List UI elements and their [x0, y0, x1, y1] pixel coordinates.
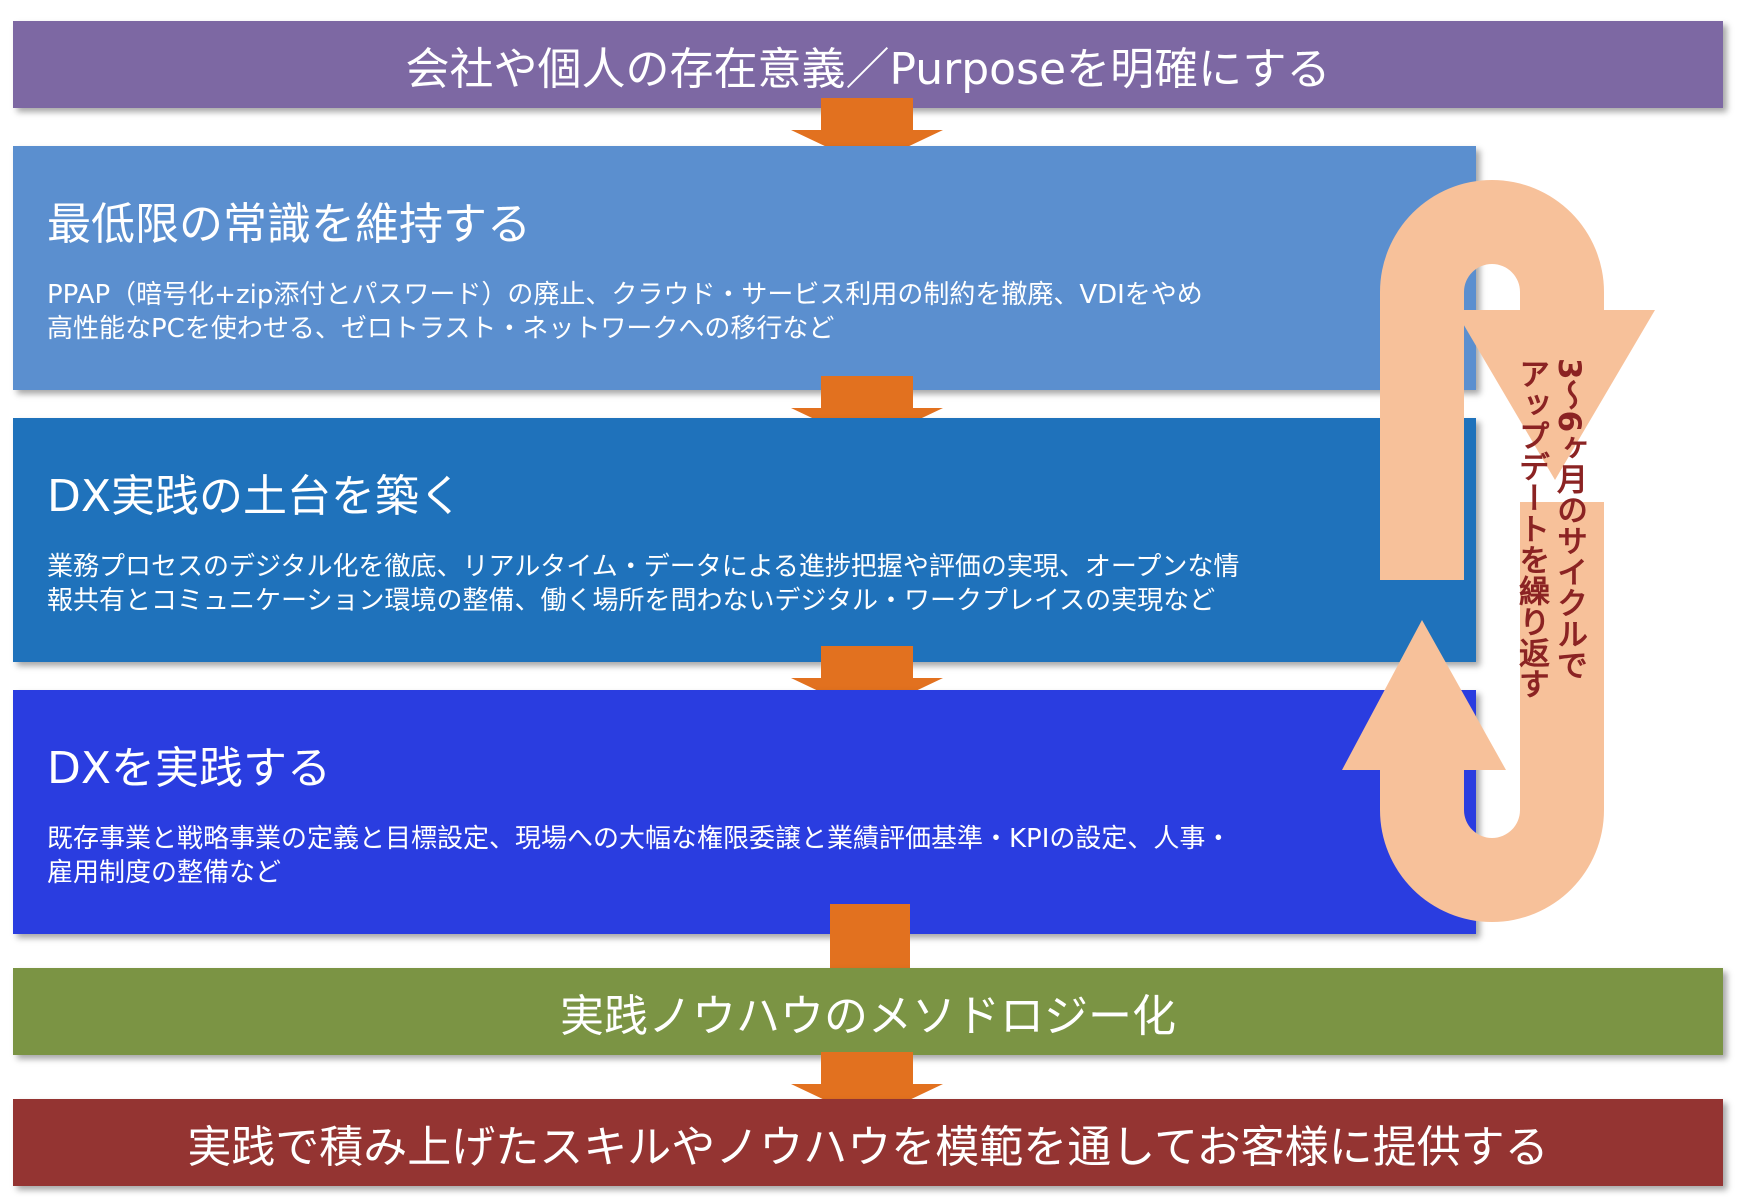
step-description-line: 雇用制度の整備など [47, 858, 282, 888]
step-practice-dx: DXを実践する 既存事業と戦略事業の定義と目標設定、現場への大幅な権限委譲と業績… [13, 690, 1476, 934]
step-description: 業務プロセスのデジタル化を徹底、リアルタイム・データによる進捗把握や評価の実現、… [47, 550, 1357, 618]
step-description-line: 報共有とコミュニケーション環境の整備、働く場所を問わないデジタル・ワークプレイス… [47, 586, 1216, 616]
provide-band: 実践で積み上げたスキルやノウハウを模範を通してお客様に提供する [13, 1099, 1723, 1186]
methodology-text: 実践ノウハウのメソドロジー化 [560, 990, 1176, 1042]
step-description-line: PPAP（暗号化+zip添付とパスワード）の廃止、クラウド・サービス利用の制約を… [47, 280, 1203, 310]
cycle-label-line-1: 3～6ヶ月のサイクルで [1551, 358, 1587, 681]
step-title: 最低限の常識を維持する [47, 199, 531, 250]
step-maintain-common-sense: 最低限の常識を維持する PPAP（暗号化+zip添付とパスワード）の廃止、クラウ… [13, 146, 1476, 390]
down-connector [830, 904, 910, 974]
purpose-band: 会社や個人の存在意義／Purposeを明確にする [13, 21, 1723, 108]
down-arrow-2 [791, 376, 943, 444]
cycle-label-line-2: アップデートを繰り返す [1513, 358, 1549, 699]
cycle-arrow-icon [1342, 180, 1655, 922]
down-arrow-1 [791, 98, 943, 166]
methodology-band: 実践ノウハウのメソドロジー化 [13, 968, 1723, 1055]
cycle-label: 3～6ヶ月のサイクルで アップデートを繰り返す [1508, 358, 1588, 728]
step-description-line: 高性能なPCを使わせる、ゼロトラスト・ネットワークへの移行など [47, 314, 835, 344]
purpose-text: 会社や個人の存在意義／Purposeを明確にする [405, 43, 1331, 95]
step-description-line: 既存事業と戦略事業の定義と目標設定、現場への大幅な権限委譲と業績評価基準・KPI… [47, 824, 1232, 854]
step-title: DXを実践する [47, 743, 332, 794]
step-description: PPAP（暗号化+zip添付とパスワード）の廃止、クラウド・サービス利用の制約を… [47, 278, 1357, 346]
step-title: DX実践の土台を築く [47, 471, 464, 522]
provide-text: 実践で積み上げたスキルやノウハウを模範を通してお客様に提供する [187, 1121, 1549, 1173]
down-arrow-4 [791, 1052, 943, 1120]
down-arrow-3 [791, 646, 943, 714]
step-description: 既存事業と戦略事業の定義と目標設定、現場への大幅な権限委譲と業績評価基準・KPI… [47, 822, 1357, 890]
step-description-line: 業務プロセスのデジタル化を徹底、リアルタイム・データによる進捗把握や評価の実現、… [47, 552, 1240, 582]
step-build-dx-foundation: DX実践の土台を築く 業務プロセスのデジタル化を徹底、リアルタイム・データによる… [13, 418, 1476, 662]
